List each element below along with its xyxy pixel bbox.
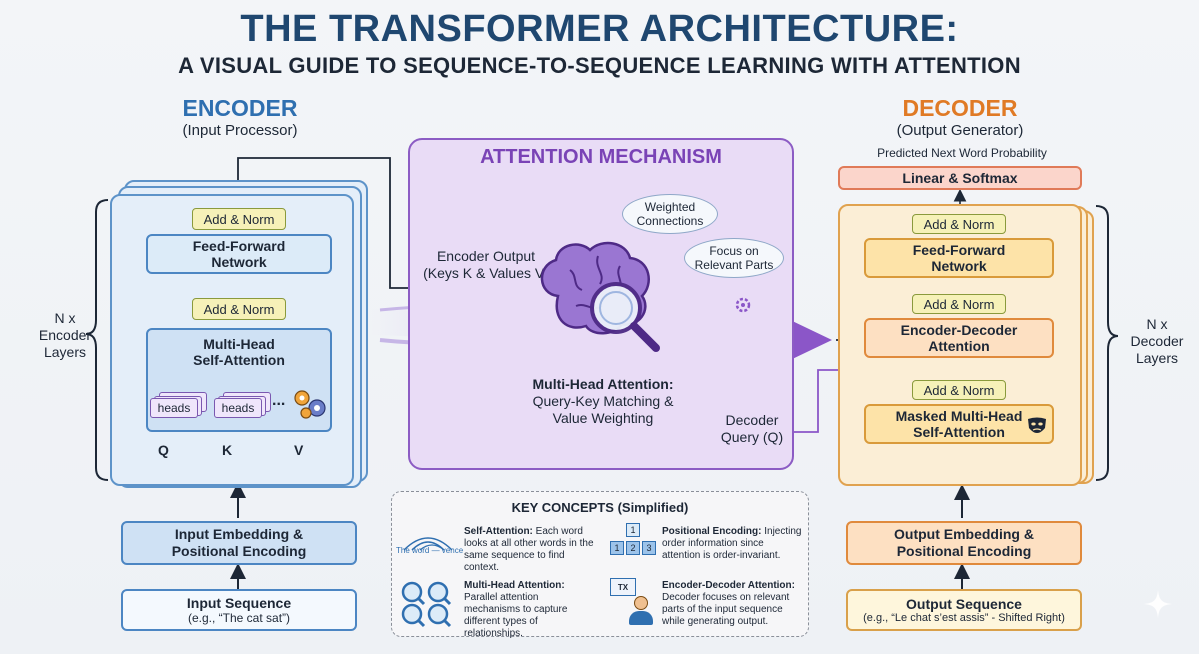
decoder-subtitle: (Output Generator) [896, 122, 1024, 139]
concept-encoder-decoder-attention: Encoder-Decoder Attention: Decoder focus… [662, 580, 795, 627]
masked-multihead-self-attention: Masked Multi-Head Self-Attention [864, 404, 1054, 444]
decoder-query-label: Decoder Query (Q) [720, 412, 784, 445]
key-concepts-panel [391, 491, 809, 637]
encoder-subtitle: (Input Processor) [182, 122, 298, 139]
self-attention-icon-label: The word — vence [396, 546, 464, 555]
query-label: Q [158, 442, 169, 458]
encoder-decoder-attention: Encoder-Decoder Attention [864, 318, 1054, 358]
gears-icon [294, 390, 326, 419]
bubble-focus-relevant: Focus on Relevant Parts [684, 238, 784, 278]
decoder-heading: DECODER (Output Generator) [870, 95, 1050, 139]
concept-self-attention: Self-Attention: Each word looks at all o… [464, 526, 594, 573]
decoder-add-norm-middle: Add & Norm [912, 294, 1006, 314]
attention-title: ATTENTION MECHANISM [480, 146, 722, 168]
key-concepts-title: KEY CONCEPTS (Simplified) [511, 500, 689, 515]
decoder-add-norm-top: Add & Norm [912, 214, 1006, 234]
decoder-title: DECODER [902, 95, 1018, 121]
encoder-add-norm-top: Add & Norm [192, 208, 286, 230]
brain-magnifier-icon [540, 241, 660, 352]
decoder-add-norm-bottom: Add & Norm [912, 380, 1006, 400]
mask-icon [1028, 417, 1046, 433]
encoder-feed-forward: Feed-Forward Network [146, 234, 332, 274]
encoder-title: ENCODER [182, 95, 298, 121]
small-gear-icon [735, 297, 751, 313]
decoder-stack-label: N x Decoder Layers [1130, 316, 1184, 366]
page-subtitle: A VISUAL GUIDE TO SEQUENCE-TO-SEQUENCE L… [178, 53, 1021, 78]
heads-box-2: heads [214, 398, 262, 418]
page-title: THE TRANSFORMER ARCHITECTURE: [240, 8, 959, 50]
heads-ellipsis: ... [272, 392, 286, 409]
output-embedding: Output Embedding & Positional Encoding [846, 521, 1082, 565]
input-embedding: Input Embedding & Positional Encoding [121, 521, 357, 565]
multihead-magnifiers-icon [401, 581, 452, 628]
encoder-heading: ENCODER (Input Processor) [150, 95, 330, 139]
input-sequence: Input Sequence (e.g., “The cat sat”) [121, 589, 357, 631]
key-label: K [222, 442, 233, 458]
sparkle-icon [1144, 590, 1172, 618]
encoder-stack-label: N x Encoder Layers [38, 310, 92, 360]
linear-softmax: Linear & Softmax [838, 166, 1082, 190]
self-attention-arcs-icon [403, 537, 453, 551]
predicted-next-word-label: Predicted Next Word Probability [877, 146, 1047, 160]
multihead-attention-caption: Multi-Head Attention: Query-Key Matching… [532, 376, 674, 426]
encoder-decoder-person-icon: TX [604, 578, 658, 628]
decoder-feed-forward: Feed-Forward Network [864, 238, 1054, 278]
concept-positional-encoding: Positional Encoding: Injecting order inf… [662, 526, 802, 561]
positional-encoding-icon: 1 1 2 3 [610, 523, 658, 559]
output-sequence: Output Sequence (e.g., “Le chat s’est as… [846, 589, 1082, 631]
concept-multihead-attention: Multi-Head Attention: Parallel attention… [464, 580, 568, 639]
bubble-weighted-connections: Weighted Connections [622, 194, 718, 234]
encoder-add-norm-bottom: Add & Norm [192, 298, 286, 320]
heads-box-1: heads [150, 398, 198, 418]
encoder-output-label: Encoder Output (Keys K & Values V) [423, 248, 549, 281]
value-label: V [294, 442, 304, 458]
